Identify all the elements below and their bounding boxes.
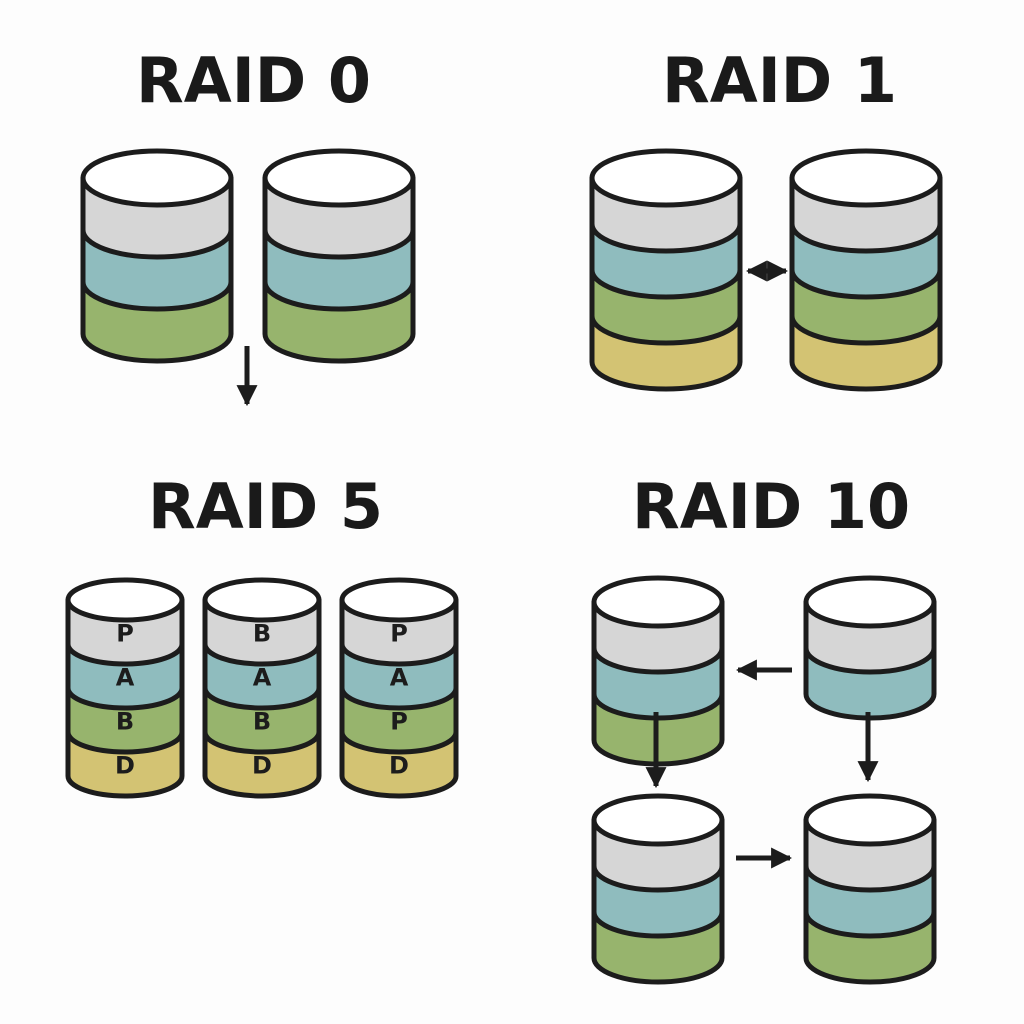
raid5-disk-1-top (65, 577, 185, 623)
raid0-disk-2 (262, 148, 416, 364)
raid5-disk-2-top (202, 577, 322, 623)
raid5-disk-1-label-3: D (115, 751, 135, 779)
raid1-disk-1 (589, 148, 743, 392)
raid5-disk-1-label-0: P (116, 619, 134, 647)
raid5-disk-2-label-3: D (252, 751, 272, 779)
raid5-disk-3-label-3: D (389, 751, 409, 779)
raid5-disk-3-top (339, 577, 459, 623)
raid10-disk-2-top (803, 575, 937, 629)
raid10-disk-3 (591, 793, 725, 985)
raid1-title: RAID 1 (662, 44, 897, 117)
raid5-title: RAID 5 (148, 470, 383, 543)
raid1-disk-2 (789, 148, 943, 392)
raid5-disk-2-label-2: B (253, 707, 271, 735)
raid5-disk-3-label-1: A (390, 663, 409, 691)
raid5-disk-3-label-0: P (390, 619, 408, 647)
raid10-disk-1 (591, 575, 725, 767)
raid0-disk-1 (80, 148, 234, 364)
raid5-disk-1-label-2: B (116, 707, 134, 735)
raid0-title: RAID 0 (136, 44, 371, 117)
raid10-disk-2 (803, 575, 937, 721)
raid5-disk-1-label-1: A (116, 663, 135, 691)
arrow-layer (236, 260, 879, 869)
raid5-disk-2-label-1: A (253, 663, 272, 691)
raid5-disk-2-label-0: B (253, 619, 271, 647)
raid10-disk-4 (803, 793, 937, 985)
raid10-disk-1-top (591, 575, 725, 629)
raid10-disk-3-top (591, 793, 725, 847)
raid1-disk-2-top (789, 148, 943, 208)
raid0-disk-1-top (80, 148, 234, 208)
raid0-disk-2-top (262, 148, 416, 208)
raid5-disk-3-label-2: P (390, 707, 408, 735)
raid10-title: RAID 10 (632, 470, 911, 543)
raid1-disk-1-top (589, 148, 743, 208)
raid10-disk-4-top (803, 793, 937, 847)
